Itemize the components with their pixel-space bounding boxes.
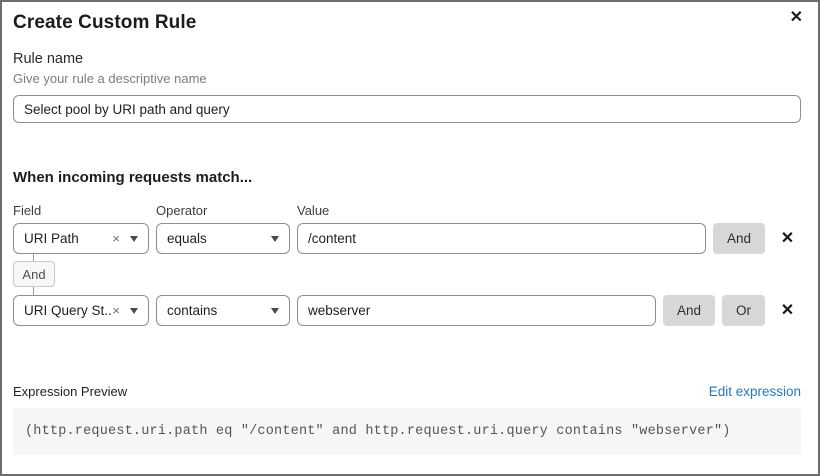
value-input[interactable]: [297, 295, 656, 326]
chevron-down-icon: [271, 307, 279, 314]
rule-name-input[interactable]: [13, 95, 801, 123]
field-select[interactable]: URI Query St... ×: [13, 295, 149, 326]
expression-preview-header: Expression Preview Edit expression: [13, 384, 801, 400]
and-button[interactable]: And: [712, 223, 765, 254]
field-select[interactable]: URI Path ×: [13, 223, 149, 254]
value-input[interactable]: [297, 223, 706, 254]
operator-select-value: equals: [167, 231, 207, 246]
value-column-label: Value: [297, 203, 330, 218]
operator-select[interactable]: equals: [156, 223, 290, 254]
page-title: Create Custom Rule: [13, 12, 197, 33]
expression-preview-label: Expression Preview: [13, 384, 128, 399]
operator-select-value: contains: [167, 303, 218, 318]
chevron-down-icon: [130, 307, 138, 314]
field-select-value: URI Path: [24, 231, 79, 246]
or-button[interactable]: Or: [722, 295, 765, 326]
remove-condition-icon[interactable]: ✕: [774, 302, 801, 319]
operator-select[interactable]: contains: [156, 295, 290, 326]
chevron-down-icon: [130, 235, 138, 242]
edit-expression-link[interactable]: Edit expression: [708, 384, 801, 399]
rule-name-hint: Give your rule a descriptive name: [13, 71, 207, 86]
matcher-heading: When incoming requests match...: [13, 169, 253, 186]
condition-row: URI Path × equals And ✕: [13, 223, 801, 254]
connector-and-badge: And: [13, 261, 55, 287]
operator-column-label: Operator: [156, 203, 208, 218]
condition-connector: And: [13, 254, 801, 295]
close-icon[interactable]: ✕: [789, 9, 803, 26]
clear-icon[interactable]: ×: [112, 231, 120, 246]
field-select-value: URI Query St...: [24, 303, 112, 318]
expression-preview-code: (http.request.uri.path eq "/content" and…: [13, 408, 801, 455]
chevron-down-icon: [271, 235, 279, 242]
remove-condition-icon[interactable]: ✕: [774, 230, 801, 247]
clear-icon[interactable]: ×: [112, 303, 120, 318]
condition-row: URI Query St... × contains And Or ✕: [13, 295, 801, 326]
and-button[interactable]: And: [662, 295, 715, 326]
rule-name-label: Rule name: [13, 51, 84, 67]
condition-column-labels: Field Operator Value: [13, 203, 801, 218]
field-column-label: Field: [13, 203, 42, 218]
